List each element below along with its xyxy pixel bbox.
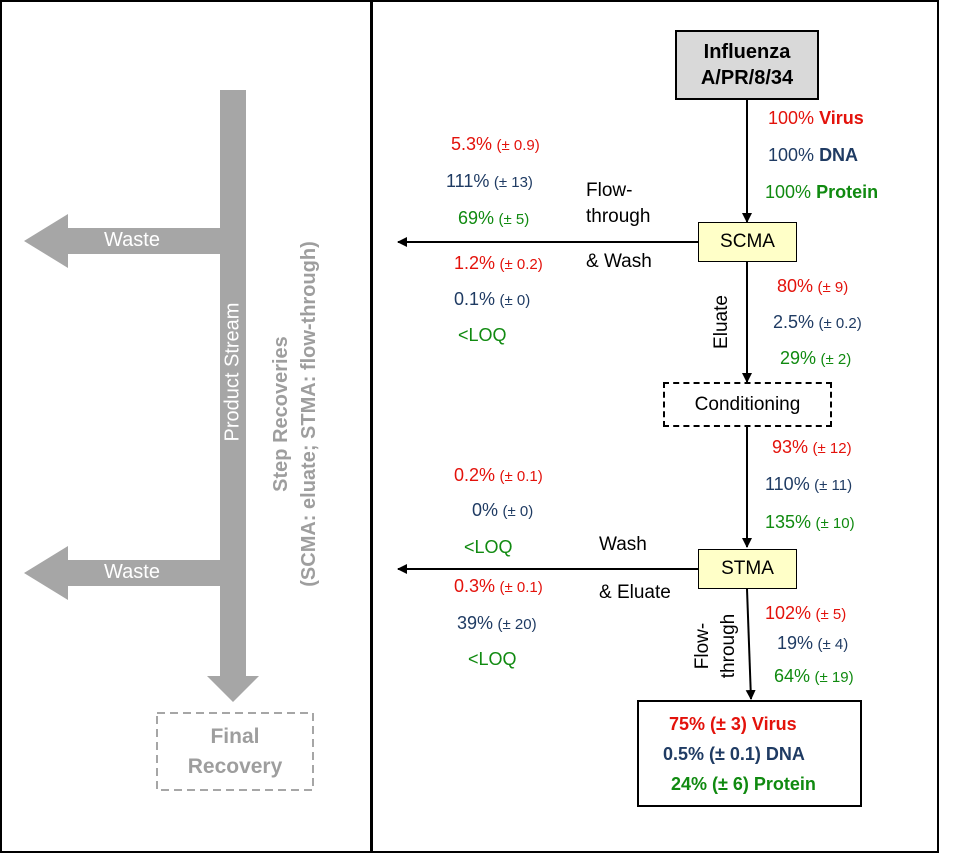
waste-arrow-bottom [24,546,220,600]
final-recovery-label: Final Recovery [157,713,313,790]
stma-ft-dna: 19% (± 4) [777,633,849,653]
waste-arrow-top [24,214,220,268]
final-recovery-line1: Final [210,724,260,748]
stma-node: STMA [698,549,797,589]
stma-ft-protein: 64% (± 19) [774,666,854,686]
right-panel-border [370,0,939,853]
final-recovery-result-box: 75% (± 3) Virus 0.5% (± 0.1) DNA 24% (± … [637,700,862,807]
scma-node: SCMA [698,222,797,262]
final-protein: 24% (± 6) Protein [671,774,816,794]
product-stream-arrowhead [207,676,259,702]
scma-flow-through-label-2: through [586,206,651,227]
stma-ft-virus: 102% (± 5) [765,603,847,623]
step-recoveries-label: Step Recoveries (SCMA: eluate; STMA: flo… [267,241,323,587]
influenza-line2: A/PR/8/34 [700,67,794,89]
stma-wash-protein: <LOQ [464,537,513,557]
stma-flow-through-line1: Flow- [692,622,713,670]
scma-ft-protein: 69% (± 5) [458,208,530,228]
scma-eluate-virus: 80% (± 9) [777,276,849,296]
final-recovery-line2: Recovery [187,754,283,778]
start-dna: 100% DNA [768,145,859,165]
waste-label-bottom: Waste [104,561,160,583]
cond-protein: 135% (± 10) [765,512,855,532]
arrow-stma-flow-through [745,588,756,700]
stma-eluate-label: & Eluate [599,582,671,603]
waste-label-top: Waste [104,229,160,251]
stma-eluate-protein: <LOQ [468,649,517,669]
eluate-label: Eluate [711,295,732,349]
scma-ft-dna: 111% (± 13) [446,171,533,191]
start-virus: 100% Virus [768,108,864,128]
stma-eluate-dna: 39% (± 20) [457,613,537,633]
scma-wash-label: & Wash [586,251,652,272]
step-recoveries-line2: (SCMA: eluate; STMA: flow-through) [298,241,320,587]
scma-wash-protein: <LOQ [458,325,507,345]
cond-virus: 93% (± 12) [772,437,852,457]
scma-ft-virus: 5.3% (± 0.9) [451,134,540,154]
product-stream-label: Product Stream [221,302,244,442]
product-stream-bar [220,90,246,676]
scma-eluate-protein: 29% (± 2) [780,348,852,368]
scma-flow-through-label-1: Flow- [586,180,633,201]
stma-eluate-virus: 0.3% (± 0.1) [454,576,543,596]
stma-wash-label: Wash [599,534,647,555]
scma-eluate-dna: 2.5% (± 0.2) [773,312,862,332]
start-protein: 100% Protein [765,182,879,202]
final-recovery-box [156,712,314,791]
stma-flow-through-line2: through [718,613,739,679]
scma-wash-virus: 1.2% (± 0.2) [454,253,543,273]
stma-wash-virus: 0.2% (± 0.1) [454,465,543,485]
final-virus: 75% (± 3) Virus [669,714,797,734]
scma-wash-dna: 0.1% (± 0) [454,289,531,309]
step-recoveries-line1: Step Recoveries [270,336,292,492]
stma-flow-through-label: Flow- through [690,614,742,678]
influenza-node: Influenza A/PR/8/34 [675,30,819,100]
conditioning-node: Conditioning [663,382,832,427]
cond-dna: 110% (± 11) [765,474,853,494]
stma-wash-dna: 0% (± 0) [472,500,534,520]
final-dna: 0.5% (± 0.1) DNA [663,744,805,764]
influenza-line1: Influenza [703,41,791,63]
